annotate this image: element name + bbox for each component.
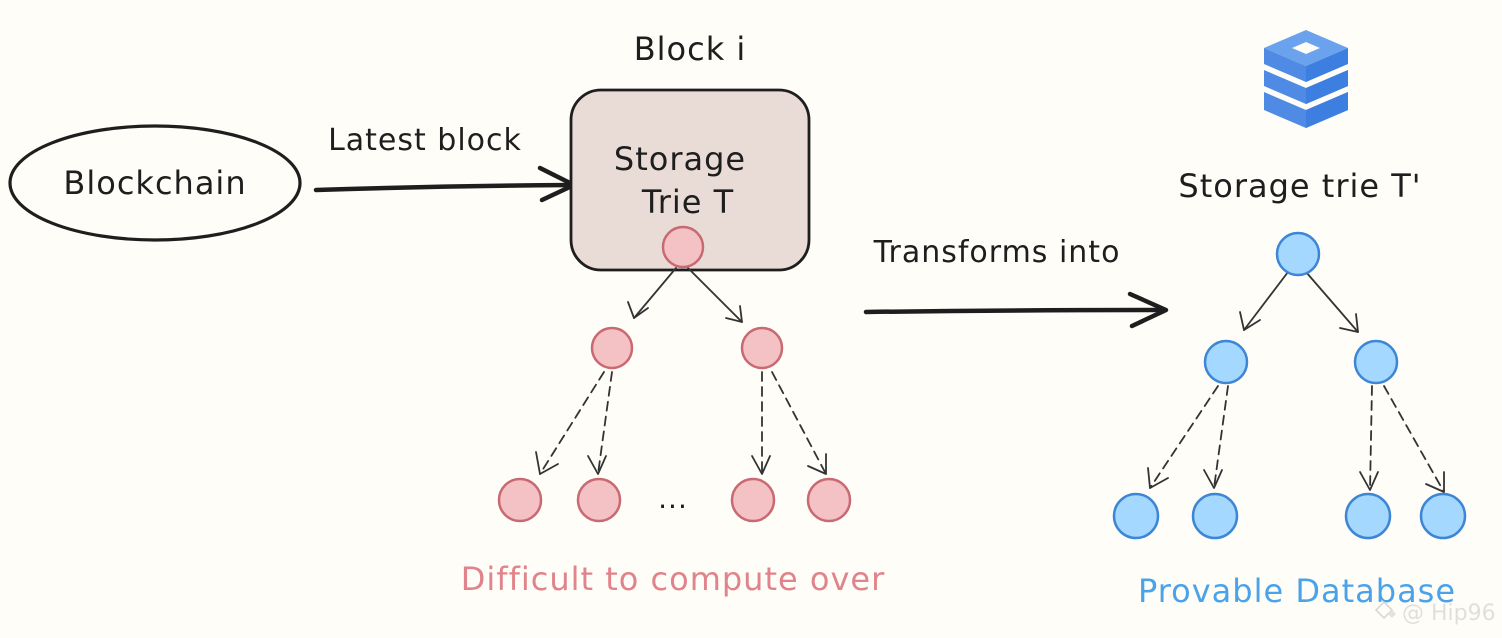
pink-trie: ...	[497, 225, 852, 523]
storage-trie-label-line2: Trie T	[641, 183, 734, 221]
latest-block-arrow: Latest block	[313, 123, 577, 203]
block-i-box: Storage Trie T	[569, 88, 811, 272]
blockchain-label: Blockchain	[63, 164, 246, 202]
pink-leaf-node	[497, 477, 543, 523]
latest-block-label: Latest block	[328, 123, 522, 158]
blockchain-node: Blockchain	[8, 124, 302, 242]
pink-leaf-node	[576, 477, 622, 523]
watermark: @ Hip96	[1374, 600, 1496, 626]
block-title: Block i	[634, 30, 747, 68]
blue-right-node	[1353, 339, 1399, 385]
blue-leaf-node	[1112, 492, 1160, 540]
pink-leaf-node	[730, 477, 776, 523]
pink-left-node	[590, 326, 634, 370]
watermark-logo-icon	[1374, 600, 1396, 620]
blue-leaf-node	[1344, 492, 1392, 540]
ellipsis-label: ...	[658, 482, 688, 515]
pink-right-node	[740, 326, 784, 370]
blue-leaf-node	[1191, 492, 1239, 540]
blue-leaf-node	[1419, 492, 1467, 540]
pink-root-node	[661, 225, 705, 269]
storage-trie-prime-label: Storage trie T'	[1178, 167, 1421, 205]
transforms-into-arrow: Transforms into	[863, 235, 1169, 329]
pink-leaf-node	[806, 477, 852, 523]
blue-root-node	[1275, 231, 1321, 277]
difficult-caption: Difficult to compute over	[461, 560, 885, 598]
storage-trie-label-line1: Storage	[614, 140, 746, 178]
blue-trie	[1112, 231, 1467, 540]
transforms-into-label: Transforms into	[873, 235, 1121, 270]
blue-left-node	[1203, 339, 1249, 385]
database-icon	[1264, 30, 1348, 128]
provable-caption: Provable Database	[1138, 572, 1456, 610]
watermark-text: @ Hip96	[1402, 601, 1496, 626]
